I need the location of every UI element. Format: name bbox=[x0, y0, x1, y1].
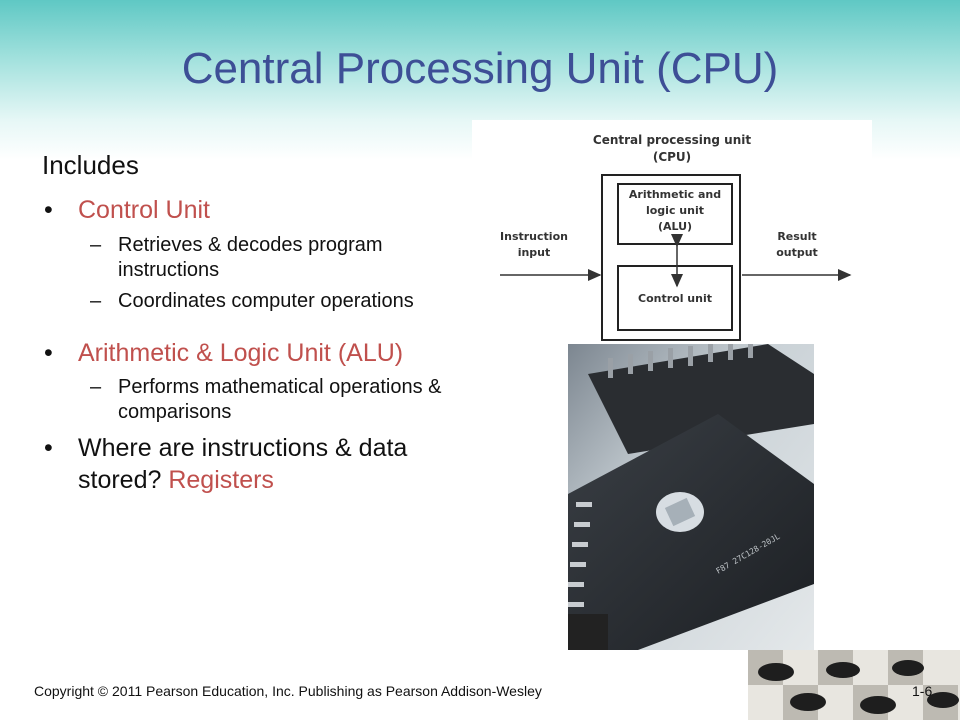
cpu-chip-photo: F87 27C128-20JL bbox=[568, 344, 814, 650]
alu-label: Arithmetic and bbox=[629, 188, 721, 201]
sub-bullet: – Retrieves & decodes program instructio… bbox=[42, 233, 482, 283]
bullet-label: Control Unit bbox=[78, 196, 210, 224]
bullet-label: Arithmetic & Logic Unit (ALU) bbox=[78, 338, 404, 367]
slide-content: Includes • Control Unit – Retrieves & de… bbox=[42, 150, 482, 496]
dash: – bbox=[90, 289, 102, 312]
alu-label: logic unit bbox=[646, 204, 704, 217]
cpu-diagram-label: Central processing unit bbox=[593, 133, 751, 147]
slide-title: Central Processing Unit (CPU) bbox=[181, 44, 779, 93]
bullet-dot: • bbox=[44, 434, 53, 462]
alu-label: (ALU) bbox=[658, 220, 692, 233]
sub-bullet-text: Coordinates computer operations bbox=[118, 289, 414, 312]
bullet-question: • Where are instructions & data stored? … bbox=[42, 433, 482, 496]
cpu-diagram-label: (CPU) bbox=[653, 150, 691, 164]
bullet-dot: • bbox=[44, 338, 53, 367]
bullet-control-unit: • Control Unit bbox=[42, 195, 482, 227]
includes-heading: Includes bbox=[42, 150, 139, 180]
question-text: Where are instructions & data stored? bbox=[78, 434, 408, 494]
output-label: Result bbox=[777, 230, 816, 243]
input-label: Instruction bbox=[500, 230, 568, 243]
output-label: output bbox=[776, 246, 818, 259]
bullet-dot: • bbox=[44, 196, 53, 224]
bullet-alu: • Arithmetic & Logic Unit (ALU) bbox=[42, 338, 482, 370]
sub-bullet: – Coordinates computer operations bbox=[42, 289, 482, 314]
control-unit-label: Control unit bbox=[638, 292, 712, 305]
copyright-footer: Copyright © 2011 Pearson Education, Inc.… bbox=[34, 683, 542, 699]
sub-bullet-text: Performs mathematical operations & compa… bbox=[118, 376, 442, 423]
checkerboard-image bbox=[748, 650, 960, 720]
dash: – bbox=[90, 233, 102, 256]
input-label: input bbox=[518, 246, 551, 259]
sub-bullet-text: Retrieves & decodes program instructions bbox=[118, 233, 383, 281]
page-number: 1-6 bbox=[912, 683, 933, 699]
dash: – bbox=[90, 376, 102, 398]
question-answer: Registers bbox=[168, 465, 274, 494]
cpu-box bbox=[601, 174, 741, 341]
cpu-diagram: Central processing unit (CPU) Arithmetic… bbox=[472, 120, 872, 342]
sub-bullet: – Performs mathematical operations & com… bbox=[42, 375, 482, 425]
